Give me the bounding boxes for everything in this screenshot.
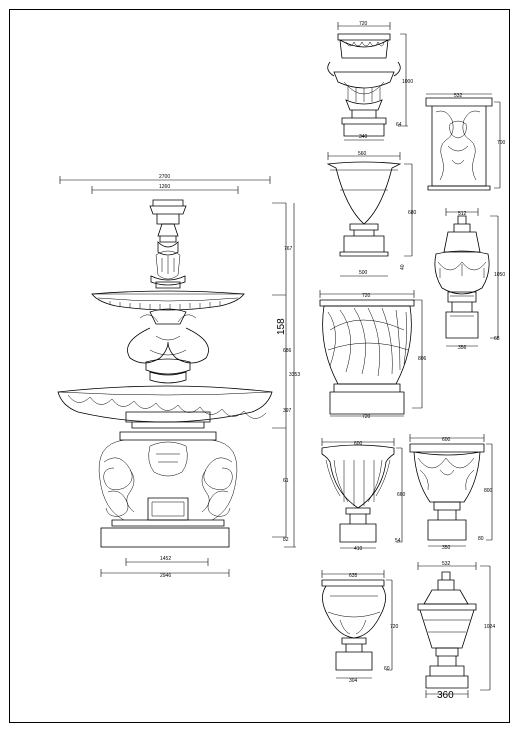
urn-d-height: 1050 <box>494 272 505 278</box>
urn-b-top: 532 <box>454 93 463 99</box>
dim-fountain-h-plinth: 82 <box>283 537 289 543</box>
urn-e-base: 720 <box>362 414 371 420</box>
dim-fountain-h-base: 61 <box>283 478 289 484</box>
urn-f-top: 600 <box>354 441 363 447</box>
urn-h-base: 304 <box>349 678 358 684</box>
urn-f-height: 660 <box>397 492 406 498</box>
urn-i: 532 1024 360 <box>417 561 495 701</box>
dim-fountain-base-inner: 1452 <box>160 556 171 562</box>
urn-b-height: 700 <box>497 140 506 146</box>
dim-fountain-upper-width: 1260 <box>159 184 170 190</box>
urn-b: 532 700 <box>425 93 506 191</box>
urn-d-top: 512 <box>458 211 467 217</box>
urn-h-small: 60 <box>384 666 390 672</box>
urn-i-top: 532 <box>442 561 451 567</box>
dim-fountain-top-width: 2700 <box>159 174 170 180</box>
dim-fountain-h-mid: 686 <box>283 348 292 354</box>
urn-a: 720 1000 64 340 <box>327 21 413 141</box>
urn-e: 720 806 720 <box>319 290 427 420</box>
urn-c-base: 500 <box>359 270 368 276</box>
urn-e-top: 720 <box>362 293 371 299</box>
urn-g: 600 800 80 350 <box>409 434 493 551</box>
urn-h-height: 720 <box>390 624 399 630</box>
dim-fountain-h-total: 3353 <box>289 372 300 378</box>
urn-h: 635 720 60 304 <box>321 570 399 684</box>
urn-f: 600 660 54 410 <box>321 438 406 552</box>
urn-g-height: 800 <box>484 488 493 494</box>
urn-e-height: 806 <box>418 356 427 362</box>
urn-d-base: 356 <box>458 345 467 351</box>
urn-d: 512 1050 68 356 <box>434 208 505 351</box>
urn-a-top: 720 <box>359 21 368 27</box>
fountain-elevation: 2700 1260 767 158 686 3353 397 61 82 145… <box>57 174 300 579</box>
urn-g-base: 350 <box>442 545 451 551</box>
dim-fountain-h-top: 767 <box>284 246 293 252</box>
dim-fountain-h-basin: 397 <box>283 408 292 414</box>
urn-h-top: 635 <box>349 573 358 579</box>
urn-c-top: 560 <box>358 151 367 157</box>
urn-i-base: 360 <box>437 690 454 701</box>
dim-fountain-base-outer: 2946 <box>160 573 171 579</box>
urn-f-base: 410 <box>354 546 363 552</box>
urn-c-height: 680 <box>408 210 417 216</box>
drawing-border <box>9 9 510 723</box>
urn-f-small: 54 <box>395 538 401 544</box>
urn-c-small: 40 <box>400 264 406 270</box>
urn-d-small: 68 <box>494 336 500 342</box>
urn-a-height: 1000 <box>402 79 413 85</box>
urn-a-small: 64 <box>396 122 402 128</box>
urn-c: 560 680 40 500 <box>326 151 417 277</box>
urn-g-small: 80 <box>478 536 484 542</box>
urn-g-top: 600 <box>442 437 451 443</box>
urn-i-height: 1024 <box>484 624 495 630</box>
dim-fountain-h-big: 158 <box>276 318 287 335</box>
urn-a-base: 340 <box>359 134 368 140</box>
